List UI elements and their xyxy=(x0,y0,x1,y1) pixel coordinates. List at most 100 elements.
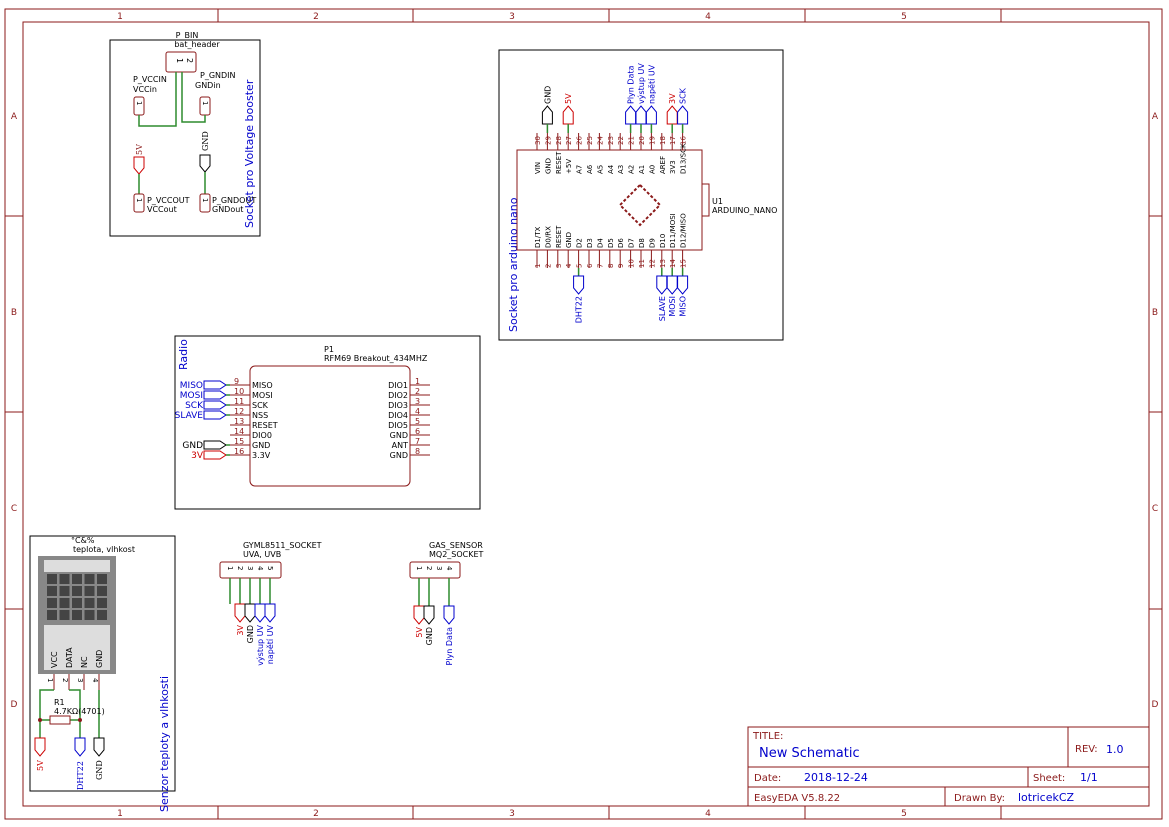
vccin-connector[interactable] xyxy=(133,96,145,116)
arduino-bottom-pin-label: RESET xyxy=(555,225,563,248)
arduino-top-pin-number: 23 xyxy=(607,136,615,145)
gndin-pin: 1 xyxy=(201,101,209,105)
grille-cell xyxy=(47,598,57,608)
arduino-bottom-pin-number: 12 xyxy=(648,259,656,268)
radio-left-pin-label: MISO xyxy=(252,381,273,390)
rev-value: 1.0 xyxy=(1106,743,1124,756)
radio-left-pin-number: 11 xyxy=(234,397,244,406)
arduino-top-pin-label: RESET xyxy=(555,151,563,174)
arduino-bottom-pin-number: 9 xyxy=(617,264,625,268)
radio-net-flag xyxy=(203,390,227,400)
grille-cell xyxy=(59,574,70,584)
dht-net-gnd: GND xyxy=(95,760,104,780)
gyml-name: UVA, UVB xyxy=(243,550,281,559)
dht-name: teplota, vlhkost xyxy=(73,545,135,554)
arduino-net-label: Plyn Data xyxy=(627,65,636,104)
grille-cell xyxy=(47,574,57,584)
zone-number-top-5: 5 xyxy=(901,12,907,22)
radio-net-label: SLAVE xyxy=(175,411,204,421)
gyml-pin-number: 2 xyxy=(236,566,244,570)
arduino-top-pin-number: 20 xyxy=(638,136,646,145)
vccout-name: VCCout xyxy=(147,205,177,214)
radio-net-label: MOSI xyxy=(180,391,203,401)
title-block: TITLE: New Schematic REV: 1.0 Date: 2018… xyxy=(747,726,1150,807)
gyml-net-3-flag xyxy=(264,603,276,623)
arduino-bottom-pin-label: D8 xyxy=(638,238,646,248)
arduino-bottom-net-1-flag xyxy=(656,275,668,295)
radio-left-pin-number: 10 xyxy=(234,387,244,396)
radio-left-pin-number: 16 xyxy=(234,447,244,456)
arduino-block[interactable]: Socket pro arduino nano U1 ARDUINO_NANO … xyxy=(498,49,784,341)
dht-block[interactable]: Senzor teploty a vlhkosti °C&% teplota, … xyxy=(29,535,176,812)
date-value: 2018-12-24 xyxy=(804,771,868,784)
radio-right-pin-number: 6 xyxy=(415,427,420,436)
radio-right-pin-number: 1 xyxy=(415,377,420,386)
radio-right-pin-label: ANT xyxy=(392,441,408,450)
arduino-bottom-pin-label: D2 xyxy=(576,238,584,248)
arduino-bottom-pin-label: D4 xyxy=(596,238,604,248)
radio-net-label: MISO xyxy=(180,381,203,391)
gndin-ref: P_GNDIN xyxy=(200,71,236,80)
gndout-connector[interactable] xyxy=(199,193,211,213)
dht22-label-area xyxy=(44,625,110,670)
wire-gndin xyxy=(181,72,206,123)
gndout-name: GNDout xyxy=(212,205,243,214)
dht-pin-label-nc: NC xyxy=(80,656,89,668)
net-gnd-flag xyxy=(199,154,211,173)
arduino-net-label: napětí UV xyxy=(647,64,656,104)
arduino-bottom-pins: 1D1/TX2D0/RX3RESET4GND5D26D37D48D59D610D… xyxy=(534,213,688,268)
bat-header[interactable] xyxy=(165,51,197,73)
arduino-top-pin-label: A2 xyxy=(628,165,636,174)
arduino-net-label: výstup UV xyxy=(637,63,646,104)
grille-cell xyxy=(72,610,82,620)
gyml-net-label: 3V xyxy=(236,624,245,635)
zone-letter-right-c: C xyxy=(1152,504,1158,514)
gndin-connector[interactable] xyxy=(199,96,211,116)
arduino-net-0-flag xyxy=(541,105,553,125)
zone-number-bottom-1: 1 xyxy=(117,809,123,819)
zone-letter-right-a: A xyxy=(1152,112,1159,122)
arduino-bottom-pin-number: 2 xyxy=(544,264,552,268)
grille-cell xyxy=(72,598,82,608)
arduino-bottom-pin-number: 15 xyxy=(680,259,688,268)
grille-cell xyxy=(59,586,70,596)
arduino-top-pin-number: 17 xyxy=(669,136,677,145)
resistor-r1[interactable] xyxy=(49,715,71,725)
radio-left-pin-number: 14 xyxy=(234,427,244,436)
radio-right-pin-label: GND xyxy=(390,451,408,460)
grille-cell xyxy=(59,610,70,620)
net-5v-flag xyxy=(133,156,145,175)
dht-pin-1: 1 xyxy=(46,678,54,682)
zone-number-top-3: 3 xyxy=(509,12,515,22)
radio-left-pin-label: DIO0 xyxy=(252,431,272,440)
arduino-top-pin-label: GND xyxy=(544,158,552,174)
arduino-top-pin-label: D13/SCK xyxy=(680,143,688,174)
dht-pin-label-gnd: GND xyxy=(95,650,104,668)
header-name: bat_header xyxy=(174,40,220,49)
radio-net-label: 3V xyxy=(191,451,204,461)
booster-block[interactable]: Socket pro Voltage booster P_BIN bat_hea… xyxy=(109,31,261,237)
radio-right-pin-number: 7 xyxy=(415,437,420,446)
radio-net-flag xyxy=(203,440,227,450)
arduino-bottom-pin-number: 5 xyxy=(576,264,584,268)
header-pin-2: 2 xyxy=(185,58,194,63)
grille-cell xyxy=(84,586,95,596)
arduino-top-pin-number: 25 xyxy=(586,136,594,145)
zone-number-bottom-4: 4 xyxy=(705,809,711,819)
rfm69-body[interactable] xyxy=(249,365,411,487)
arduino-top-pin-label: A6 xyxy=(586,164,594,174)
arduino-net-4-flag xyxy=(645,105,657,125)
radio-net-label: GND xyxy=(182,441,203,451)
arduino-name: ARDUINO_NANO xyxy=(712,206,777,215)
gas-net-label: GND xyxy=(425,627,434,645)
arduino-bottom-pin-label: D6 xyxy=(617,238,625,248)
arduino-bottom-net-2-flag xyxy=(666,275,678,295)
grille-cell xyxy=(97,598,107,608)
radio-right-pin-number: 2 xyxy=(415,387,420,396)
vccout-connector[interactable] xyxy=(133,193,145,213)
arduino-net-2-flag xyxy=(625,105,637,125)
